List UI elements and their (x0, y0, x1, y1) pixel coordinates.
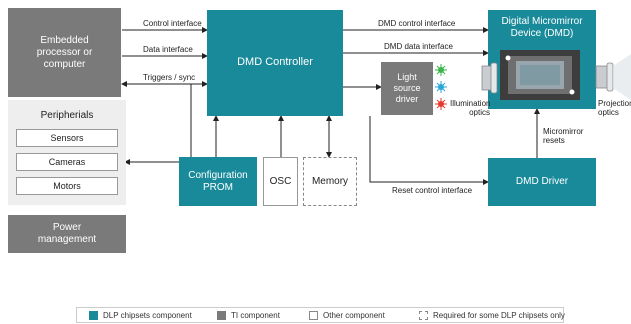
projection-optics-icon (595, 54, 631, 100)
control-interface-label: Control interface (143, 19, 202, 28)
dmd-controller-block: DMD Controller (207, 10, 343, 116)
triggers-sync-label: Triggers / sync (143, 73, 196, 82)
green-led-icon (435, 64, 447, 76)
embedded-processor-label: Embedded processor or computer (36, 34, 93, 70)
legend-swatch-dlp (89, 311, 98, 320)
reset-control-line (369, 116, 489, 185)
peripherials-group: Peripherials Sensors Cameras Motors (8, 100, 126, 205)
legend-item-ti: TI component (217, 311, 280, 320)
memory-label: Memory (311, 175, 349, 187)
data-interface-label: Data interface (143, 45, 193, 54)
cameras-label: Cameras (48, 156, 86, 167)
motors-label: Motors (53, 180, 81, 191)
memory-block: Memory (303, 157, 357, 206)
sensors-block: Sensors (16, 129, 118, 147)
red-led-icon (435, 98, 447, 110)
reset-control-interface-label: Reset control interface (392, 186, 473, 195)
legend-item-other: Other component (309, 311, 385, 320)
illumination-optics-icon (481, 62, 498, 94)
illumination-optics-label: Illumination optics (450, 99, 491, 118)
legend-label-other: Other component (323, 311, 385, 320)
osc-block: OSC (263, 157, 298, 206)
light-source-driver-block: Light source driver (381, 62, 433, 115)
configuration-prom-label: Configuration PROM (188, 169, 248, 193)
light-source-driver-label: Light source driver (393, 72, 421, 104)
legend-label-dashed: Required for some DLP chipsets only (433, 311, 565, 320)
embedded-processor-block: Embedded processor or computer (8, 8, 121, 97)
power-management-block: Power management (8, 215, 126, 253)
configuration-prom-block: Configuration PROM (179, 157, 257, 206)
dmd-controller-label: DMD Controller (237, 56, 313, 69)
micromirror-resets-label: Micromirror resets (543, 127, 584, 146)
motors-block: Motors (16, 177, 118, 195)
sensors-label: Sensors (50, 132, 84, 143)
legend-label-ti: TI component (231, 311, 280, 320)
legend-item-dlp: DLP chipsets component (89, 311, 192, 320)
osc-label: OSC (269, 175, 292, 187)
legend-swatch-other (309, 311, 318, 320)
dmd-chip-icon (500, 50, 580, 100)
blue-led-icon (435, 81, 447, 93)
dmd-chip-illustration (481, 50, 631, 100)
dmd-driver-label: DMD Driver (515, 176, 569, 187)
power-management-label: Power management (37, 222, 97, 245)
legend: DLP chipsets component TI component Othe… (76, 307, 565, 323)
dmd-data-interface-label: DMD data interface (384, 42, 453, 51)
legend-swatch-ti (217, 311, 226, 320)
projection-optics-label: Projection optics (598, 99, 631, 118)
cameras-block: Cameras (16, 153, 118, 171)
legend-item-dashed: Required for some DLP chipsets only (419, 311, 565, 320)
legend-label-dlp: DLP chipsets component (103, 311, 192, 320)
led-icons (435, 64, 447, 110)
legend-swatch-dashed (419, 311, 428, 320)
dmd-driver-block: DMD Driver (488, 158, 596, 206)
dmd-device-label: Digital Micromirror Device (DMD) (501, 16, 583, 39)
peripherials-branch-line (124, 84, 192, 165)
peripherials-title: Peripherials (40, 110, 94, 121)
dmd-control-interface-label: DMD control interface (378, 19, 456, 28)
